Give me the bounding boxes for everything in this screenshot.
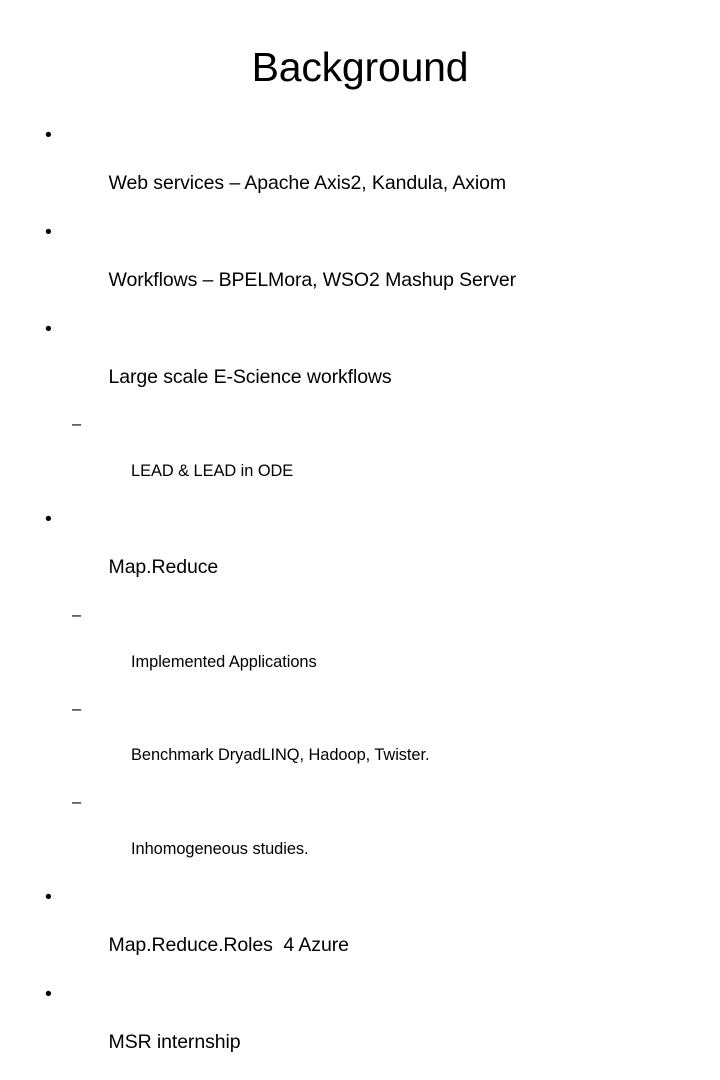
sub-bullet-item-implemented-applications: – Implemented Applications (40, 604, 680, 698)
bullet-item-large-scale-escience: • Large scale E-Science workflows (40, 317, 680, 414)
bullet-text: Large scale E-Science workflows (108, 366, 392, 389)
sub-bullet-group-msr: – Disk drive failure prediction – Data c… (40, 1078, 680, 1080)
bullet-group-1: • Web services – Apache Axis2, Kandula, … (40, 123, 680, 413)
bullet-group-azure-msr: • Map.Reduce.Roles 4 Azure • MSR interns… (40, 885, 680, 1079)
dash-icon: – (72, 793, 82, 812)
bullet-item-web-services: • Web services – Apache Axis2, Kandula, … (40, 123, 680, 220)
sub-bullet-text: Implemented Applications (131, 652, 317, 671)
dash-icon: – (72, 1078, 81, 1080)
sub-bullet-text: LEAD & LEAD in ODE (131, 462, 294, 481)
sub-bullet-item-benchmark: – Benchmark DryadLINQ, Hadoop, Twister. (40, 698, 680, 792)
bullet-dot-icon: • (45, 317, 52, 340)
sub-bullet-text: Benchmark DryadLINQ, Hadoop, Twister. (131, 746, 430, 765)
bullet-dot-icon: • (45, 982, 52, 1005)
page-title: Background (251, 44, 469, 90)
dash-icon: – (72, 605, 82, 624)
bullet-text: Web services – Apache Axis2, Kandula, Ax… (108, 172, 507, 195)
bullet-dot-icon: • (45, 885, 52, 908)
bullet-item-msr-internship: • MSR internship (40, 982, 680, 1079)
bullet-dot-icon: • (45, 220, 52, 243)
bullet-item-mapreduce: • Map.Reduce (40, 507, 680, 604)
bullet-item-workflows: • Workflows – BPELMora, WSO2 Mashup Serv… (40, 220, 680, 317)
bullet-dot-icon: • (45, 124, 52, 146)
sub-bullet-item-disk-drive-failure: – Disk drive failure prediction (40, 1078, 680, 1080)
sub-bullet-item-inhomogeneous-studies: – Inhomogeneous studies. (40, 791, 680, 885)
bullet-item-mapreduceroles-azure: • Map.Reduce.Roles 4 Azure (40, 885, 680, 982)
bullet-dot-icon: • (45, 508, 52, 531)
sub-bullet-group-lead: – LEAD & LEAD in ODE (40, 413, 680, 507)
dash-icon: – (72, 415, 82, 434)
sub-bullet-group-mapreduce: – Implemented Applications – Benchmark D… (40, 604, 680, 885)
slide-canvas: Background • Web services – Apache Axis2… (45, 44, 517, 1053)
sub-bullet-text: Inhomogeneous studies. (131, 839, 309, 858)
bullet-text: MSR internship (108, 1030, 241, 1053)
bullet-group-mapreduce: • Map.Reduce (40, 507, 680, 604)
bullet-text: Workflows – BPELMora, WSO2 Mashup Server (108, 269, 517, 292)
bullet-text: Map.Reduce (108, 556, 219, 579)
sub-bullet-item-lead-ode: – LEAD & LEAD in ODE (40, 413, 680, 507)
dash-icon: – (72, 699, 82, 718)
slide-body: • Web services – Apache Axis2, Kandula, … (40, 123, 680, 1080)
bullet-text: Map.Reduce.Roles 4 Azure (108, 934, 349, 957)
